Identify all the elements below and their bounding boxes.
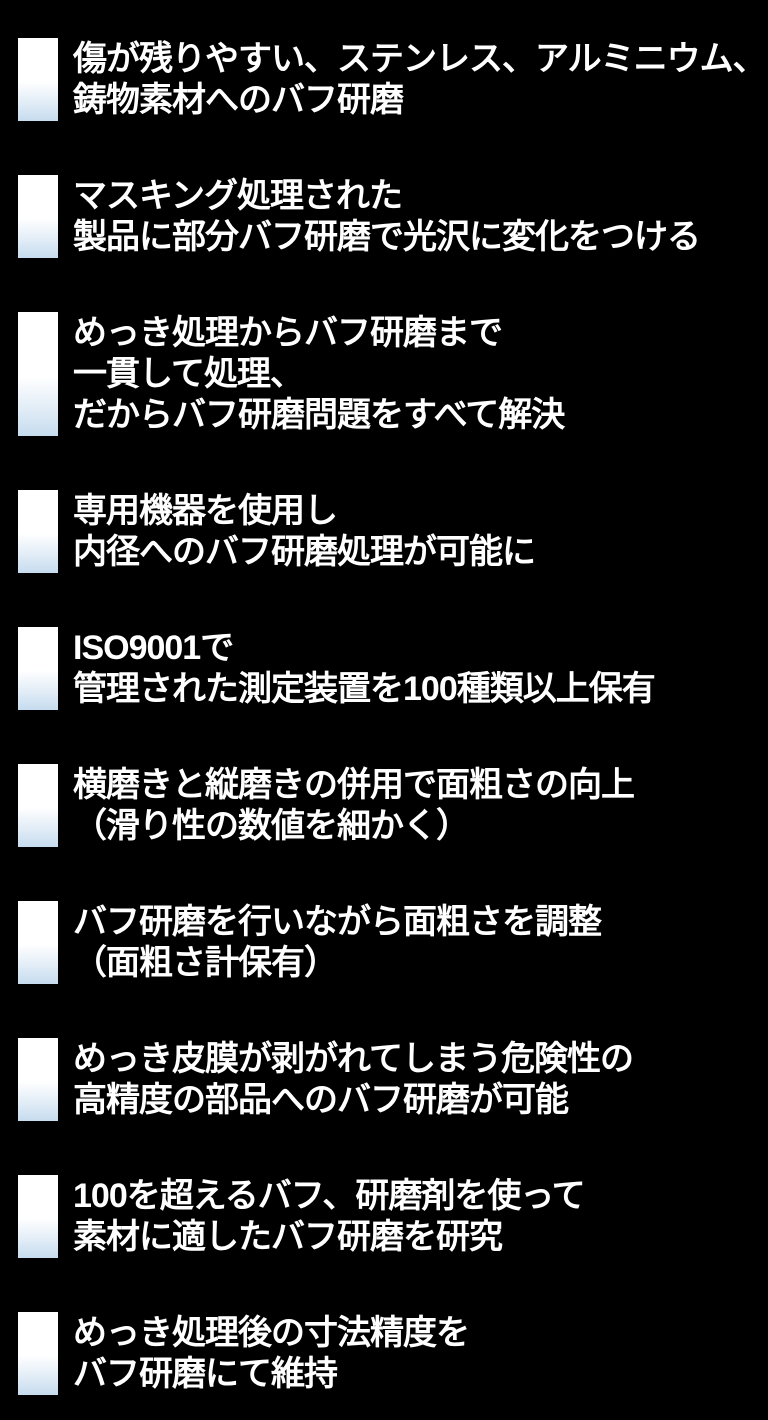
gradient-square-bullet-icon — [18, 1312, 58, 1395]
feature-text-line: 高精度の部品へのバフ研磨が可能 — [73, 1081, 569, 1119]
feature-text-line: （滑り性の数値を細かく） — [73, 807, 470, 845]
gradient-square-bullet-icon — [18, 312, 58, 436]
list-item: バフ研磨を行いながら面粗さを調整（面粗さ計保有） — [18, 901, 762, 984]
feature-text-line: 専用機器を使用し — [73, 492, 338, 530]
feature-text-line: ISO9001で — [73, 629, 234, 667]
list-item: 傷が残りやすい、ステンレス、アルミニウム、鋳物素材へのバフ研磨 — [18, 38, 767, 121]
feature-text-line: 管理された測定装置を100種類以上保有 — [73, 670, 656, 708]
feature-text-line: 横磨きと縦磨きの併用で面粗さの向上 — [73, 766, 635, 804]
feature-text: 傷が残りやすい、ステンレス、アルミニウム、鋳物素材へのバフ研磨 — [73, 38, 767, 121]
feature-text-line: （面粗さ計保有） — [73, 944, 338, 982]
feature-text: めっき処理後の寸法精度をバフ研磨にて維持 — [73, 1312, 470, 1395]
list-item: 100を超えるバフ、研磨剤を使って素材に適したバフ研磨を研究 — [18, 1175, 762, 1258]
gradient-square-bullet-icon — [18, 764, 58, 847]
feature-text-line: バフ研磨にて維持 — [73, 1355, 338, 1393]
list-item: 横磨きと縦磨きの併用で面粗さの向上（滑り性の数値を細かく） — [18, 764, 762, 847]
feature-text: マスキング処理された製品に部分バフ研磨で光沢に変化をつける — [73, 175, 701, 258]
list-item: マスキング処理された製品に部分バフ研磨で光沢に変化をつける — [18, 175, 762, 258]
feature-text: バフ研磨を行いながら面粗さを調整（面粗さ計保有） — [73, 901, 602, 984]
list-item: 専用機器を使用し内径へのバフ研磨処理が可能に — [18, 490, 762, 573]
gradient-square-bullet-icon — [18, 627, 58, 710]
feature-text-line: めっき処理後の寸法精度を — [73, 1314, 470, 1352]
feature-text-line: 一貫して処理、 — [73, 355, 304, 393]
feature-text: 横磨きと縦磨きの併用で面粗さの向上（滑り性の数値を細かく） — [73, 764, 635, 847]
feature-text-line: めっき処理からバフ研磨まで — [73, 314, 503, 352]
feature-text: めっき処理からバフ研磨まで一貫して処理、だからバフ研磨問題をすべて解決 — [73, 312, 565, 436]
list-item: めっき処理からバフ研磨まで一貫して処理、だからバフ研磨問題をすべて解決 — [18, 312, 762, 436]
feature-text-line: 製品に部分バフ研磨で光沢に変化をつける — [73, 218, 701, 256]
feature-text-line: めっき皮膜が剥がれてしまう危険性の — [73, 1040, 634, 1078]
list-item: めっき皮膜が剥がれてしまう危険性の高精度の部品へのバフ研磨が可能 — [18, 1038, 762, 1121]
feature-text-line: 内径へのバフ研磨処理が可能に — [73, 533, 536, 571]
feature-text: 100を超えるバフ、研磨剤を使って素材に適したバフ研磨を研究 — [73, 1175, 586, 1258]
list-item: めっき処理後の寸法精度をバフ研磨にて維持 — [18, 1312, 762, 1395]
feature-text: 専用機器を使用し内径へのバフ研磨処理が可能に — [73, 490, 536, 573]
feature-text-line: 素材に適したバフ研磨を研究 — [73, 1218, 503, 1256]
gradient-square-bullet-icon — [18, 901, 58, 984]
feature-text-line: 傷が残りやすい、ステンレス、アルミニウム、 — [73, 40, 767, 78]
feature-text-line: バフ研磨を行いながら面粗さを調整 — [73, 903, 602, 941]
gradient-square-bullet-icon — [18, 1038, 58, 1121]
gradient-square-bullet-icon — [18, 175, 58, 258]
feature-text-line: 鋳物素材へのバフ研磨 — [73, 81, 404, 119]
feature-text-line: マスキング処理された — [73, 177, 403, 215]
gradient-square-bullet-icon — [18, 38, 58, 121]
feature-text: ISO9001で管理された測定装置を100種類以上保有 — [73, 627, 656, 710]
feature-text-line: だからバフ研磨問題をすべて解決 — [73, 396, 565, 434]
gradient-square-bullet-icon — [18, 490, 58, 573]
gradient-square-bullet-icon — [18, 1175, 58, 1258]
feature-text: めっき皮膜が剥がれてしまう危険性の高精度の部品へのバフ研磨が可能 — [73, 1038, 634, 1121]
feature-text-line: 100を超えるバフ、研磨剤を使って — [73, 1177, 586, 1215]
list-item: ISO9001で管理された測定装置を100種類以上保有 — [18, 627, 762, 710]
